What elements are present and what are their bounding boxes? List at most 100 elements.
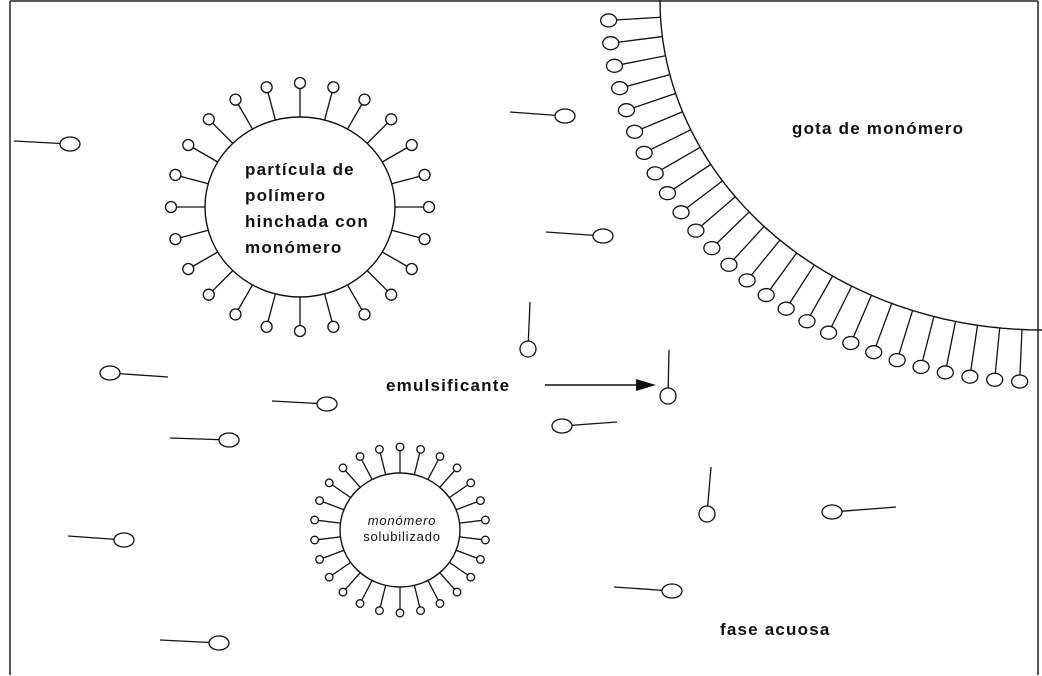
micelle-emulsifier xyxy=(376,585,386,614)
droplet-emulsifier xyxy=(937,321,955,378)
surfactant-tail xyxy=(325,93,332,121)
surfactant-tail xyxy=(428,580,438,600)
particle-emulsifier xyxy=(230,285,253,320)
surfactant-head xyxy=(467,573,475,581)
particle-emulsifier xyxy=(395,202,435,213)
surfactant-tail xyxy=(947,321,956,366)
surfactant-tail xyxy=(268,93,275,121)
surfactant-head xyxy=(386,114,397,125)
surfactant-tail xyxy=(456,550,477,558)
surfactant-head xyxy=(376,607,384,615)
surfactant-head xyxy=(612,82,628,95)
surfactant-tail xyxy=(617,37,662,43)
surfactant-tail xyxy=(238,285,252,310)
droplet-emulsifier xyxy=(889,310,912,366)
particle-emulsifier xyxy=(230,94,253,129)
surfactant-head xyxy=(170,169,181,180)
figure-frame xyxy=(10,1,1038,675)
surfactant-head xyxy=(601,14,617,27)
surfactant-head xyxy=(453,464,461,472)
surfactant-tail xyxy=(995,328,999,373)
surfactant-tail xyxy=(650,130,691,150)
surfactant-head xyxy=(627,125,643,138)
surfactant-head xyxy=(913,360,929,373)
surfactant-tail xyxy=(323,550,344,558)
droplet-emulsifier xyxy=(606,56,665,73)
micelle-emulsifier xyxy=(325,479,350,498)
particle-emulsifier xyxy=(348,285,371,320)
surfactant-tail xyxy=(380,585,385,607)
micelle-emulsifier xyxy=(428,453,444,480)
surfactant-tail xyxy=(569,422,617,425)
surfactant-tail xyxy=(661,147,700,170)
droplet-emulsifier xyxy=(987,328,1003,386)
surfactant-head xyxy=(166,202,177,213)
surfactant-head xyxy=(606,59,622,72)
surfactant-head xyxy=(295,326,306,337)
surfactant-tail xyxy=(853,295,871,337)
surfactant-tail xyxy=(238,104,252,129)
surfactant-head xyxy=(739,274,755,287)
particle-emulsifier xyxy=(183,140,218,163)
surfactant-tail xyxy=(708,467,711,506)
surfactant-head xyxy=(482,536,490,544)
micelle-emulsifier xyxy=(316,550,344,563)
surfactant-head xyxy=(295,78,306,89)
surfactant-tail xyxy=(923,317,934,361)
micelle-emulsifier xyxy=(325,562,350,581)
surfactant-head xyxy=(603,37,619,50)
surfactant-tail xyxy=(626,75,670,87)
surfactant-head xyxy=(866,346,882,359)
polymer-particle-label-line-2: polímero xyxy=(245,186,326,205)
surfactant-head xyxy=(699,506,715,522)
surfactant-tail xyxy=(717,212,750,244)
droplet-emulsifier xyxy=(673,181,722,219)
micelle-emulsifier xyxy=(356,580,372,607)
droplet-emulsifier xyxy=(821,286,852,339)
surfactant-head xyxy=(261,321,272,332)
surfactant-head xyxy=(316,497,324,505)
surfactant-tail xyxy=(348,104,362,129)
surfactant-tail xyxy=(621,56,666,65)
droplet-emulsifier xyxy=(618,93,675,116)
swollen-polymer-particle xyxy=(166,78,435,337)
monomer-droplet-label: gota de monómero xyxy=(792,119,964,138)
surfactant-head xyxy=(822,505,842,519)
droplet-emulsifier xyxy=(778,265,814,315)
particle-emulsifier xyxy=(170,169,208,183)
droplet-emulsifier xyxy=(688,197,735,237)
surfactant-head xyxy=(203,289,214,300)
surfactant-head xyxy=(376,446,384,454)
surfactant-tail xyxy=(449,562,467,575)
particle-emulsifier xyxy=(295,297,306,337)
particle-emulsifier xyxy=(367,271,397,301)
surfactant-head xyxy=(396,609,404,617)
particle-emulsifier xyxy=(203,114,233,144)
surfactant-head xyxy=(482,516,490,524)
droplet-emulsifier xyxy=(843,295,872,349)
surfactant-head xyxy=(593,229,613,243)
surfactant-tail xyxy=(414,453,419,475)
surfactant-tail xyxy=(323,502,344,510)
surfactant-tail xyxy=(614,587,665,591)
surfactant-tail xyxy=(615,17,660,20)
surfactant-tail xyxy=(428,460,438,480)
polymer-particle-label-line-3: hinchada con xyxy=(245,212,369,231)
surfactant-head xyxy=(937,366,953,379)
micelle-emulsifier xyxy=(414,446,424,475)
surfactant-tail xyxy=(332,562,350,575)
surfactant-tail xyxy=(382,148,407,162)
free-emulsifier xyxy=(510,109,575,123)
particle-emulsifier xyxy=(325,294,339,332)
surfactant-head xyxy=(359,309,370,320)
micelle-emulsifier xyxy=(339,464,360,487)
micelle-emulsifier xyxy=(460,516,490,524)
surfactant-head xyxy=(328,321,339,332)
surfactant-head xyxy=(325,573,333,581)
free-emulsifier xyxy=(552,419,617,433)
surfactant-head xyxy=(183,264,194,275)
particle-emulsifier xyxy=(367,114,397,144)
free-emulsifier xyxy=(822,505,896,519)
micelle-emulsifier xyxy=(456,550,484,563)
